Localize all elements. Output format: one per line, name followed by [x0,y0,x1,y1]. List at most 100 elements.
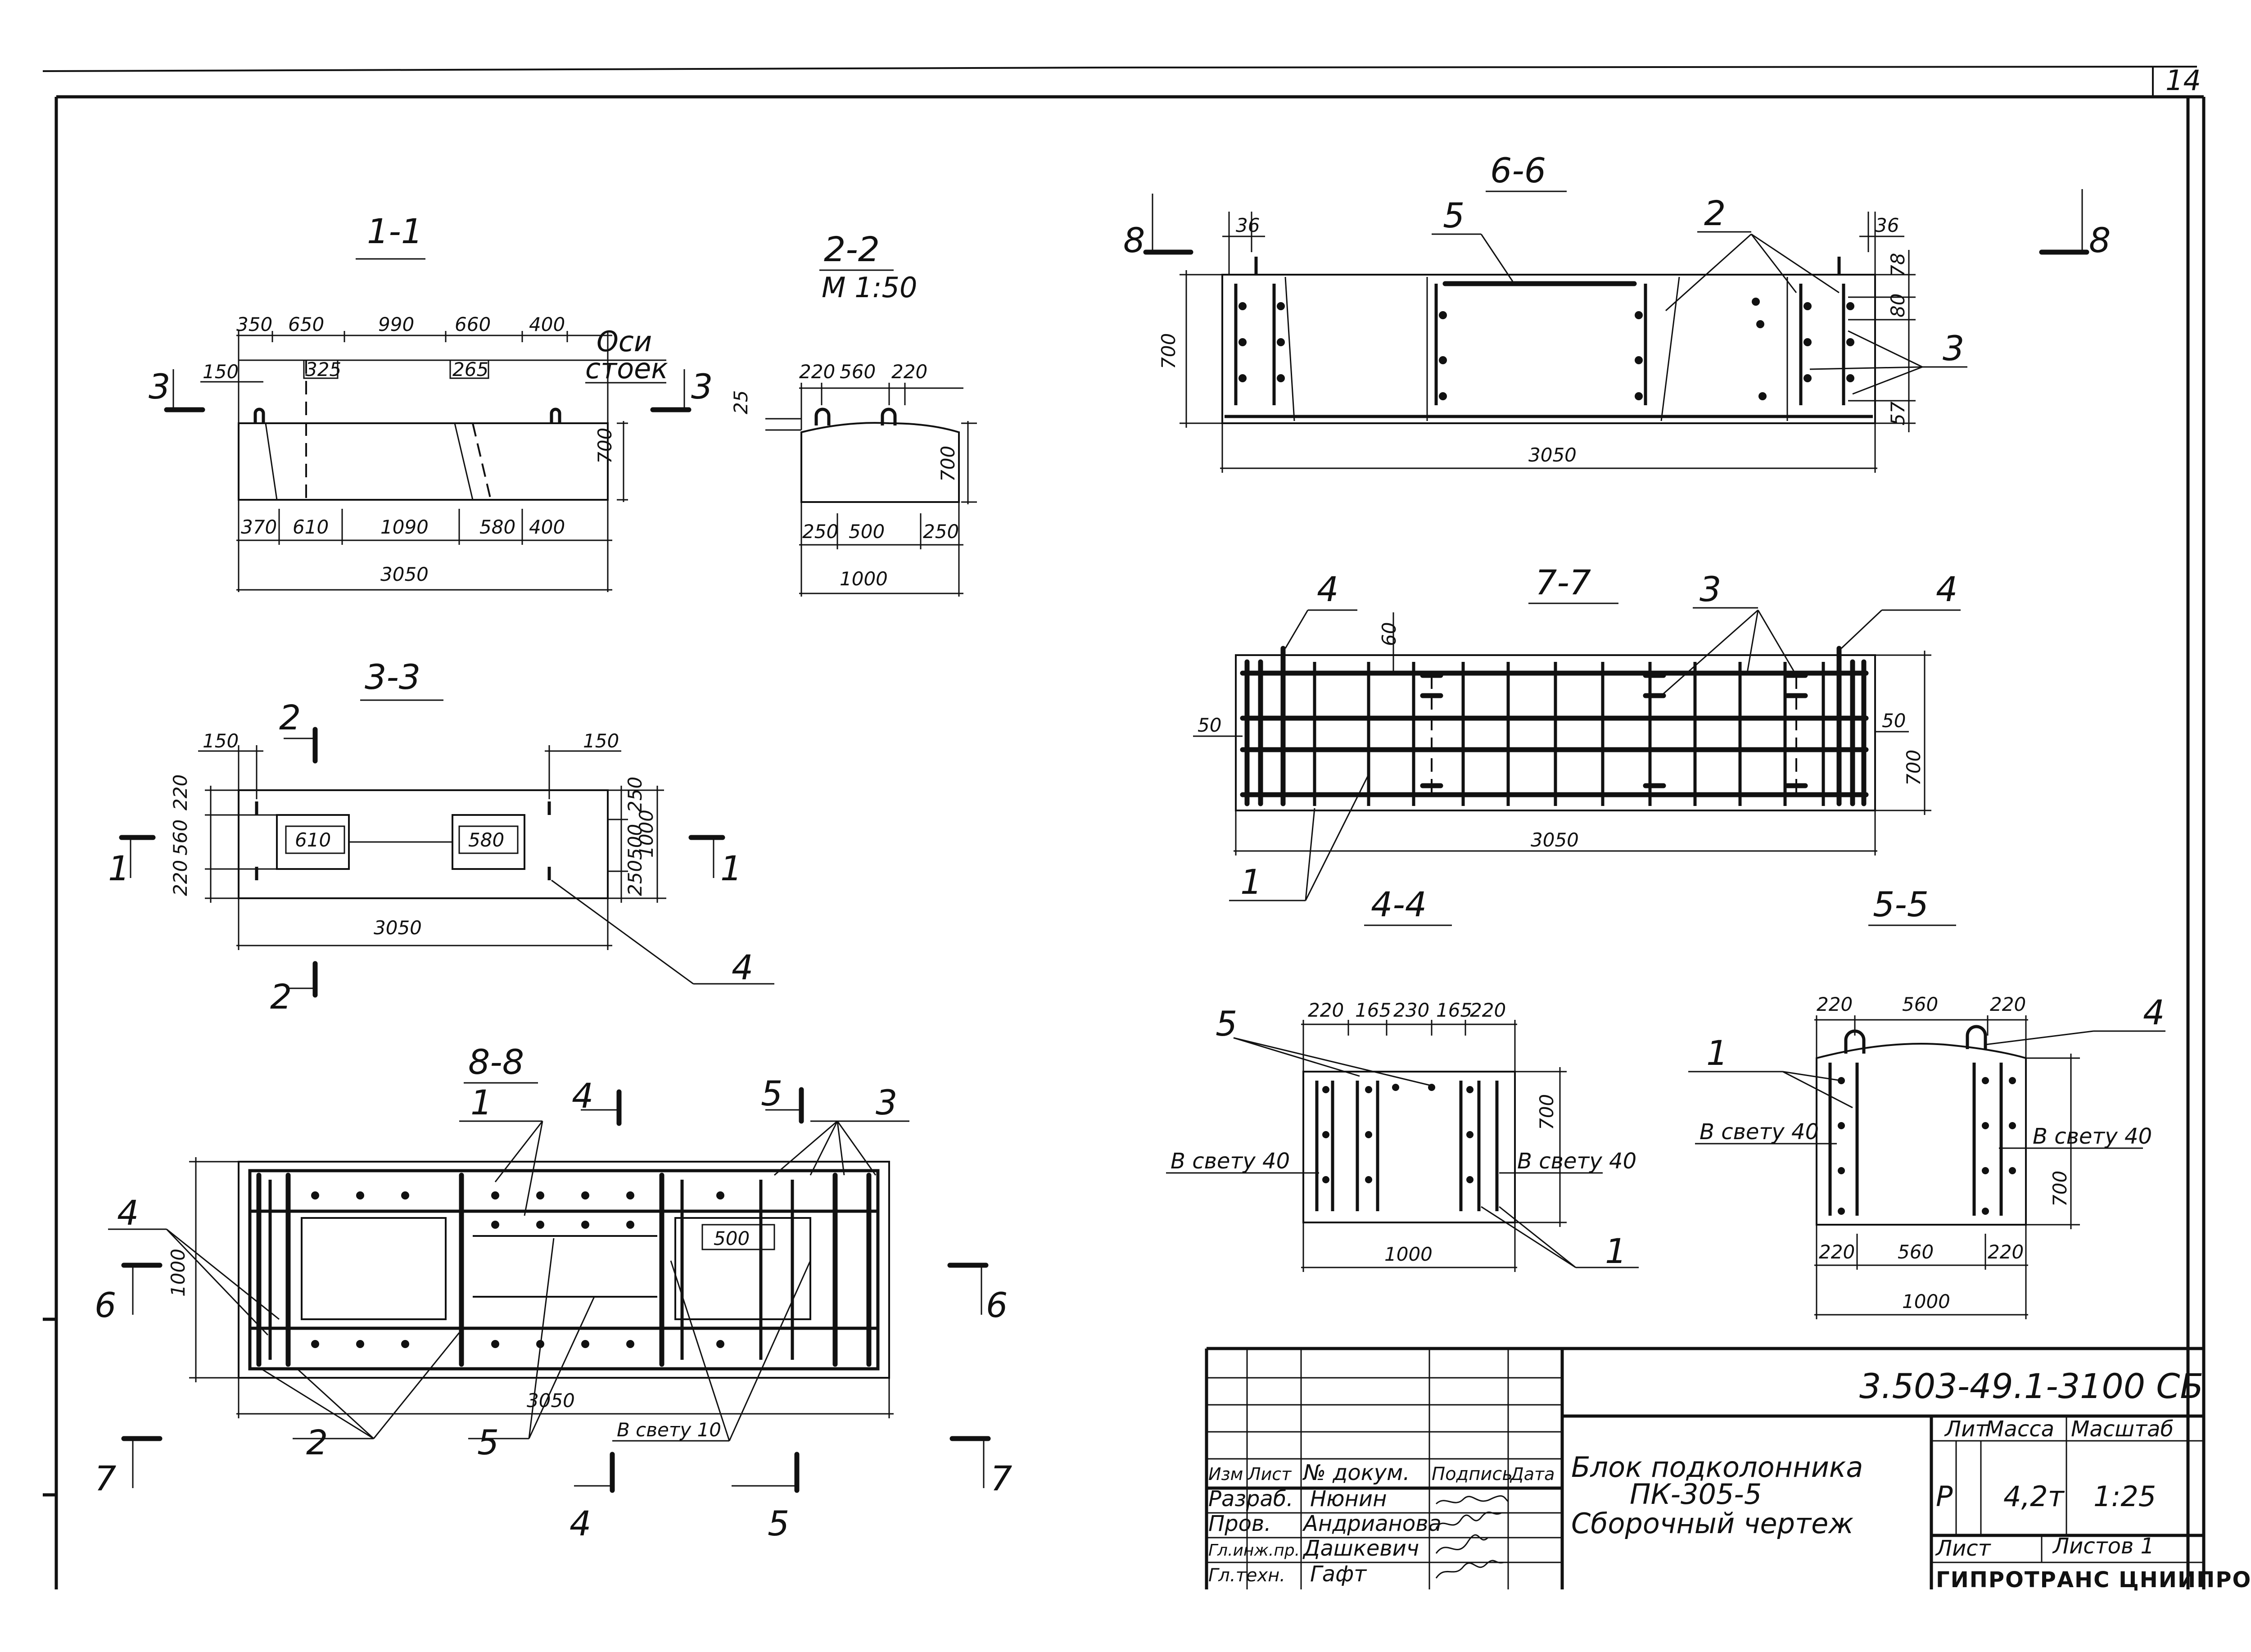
header-lit: Лит [1944,1417,1989,1442]
v33-cut-left: 1 [108,848,130,888]
v33-body [238,789,609,899]
view-3-3: 3-3 610 580 150 150 220 560 220 [108,657,774,1017]
v88-height: 1000 [167,1249,189,1297]
v66-body [1221,274,1876,424]
v11-cut-right: 3 [691,367,713,407]
sheet-designation: 3.503-49.1-3100 СБ [1859,1366,2203,1406]
stamp-name-2: Андрианова [1302,1511,1442,1536]
v77-dim-60: 60 [1378,622,1400,646]
stamp-role-4: Гл.техн. [1208,1565,1285,1586]
view-7-7-title: 7-7 [1535,562,1591,602]
stamp-col-izm: Изм [1208,1464,1243,1484]
view-8-8-title: 8-8 [468,1042,524,1082]
v55-top-dim-3: 220 [1990,993,2026,1015]
v55-top-dim-1: 220 [1817,993,1853,1015]
v11-top-dim-1: 350 [236,313,272,335]
title-block: Изм Лист № докум. Подпись Дата Разраб. Н… [1205,1347,2251,1593]
stamp-role-3: Гл.инж.пр. [1208,1541,1300,1560]
v77-dim-50-right: 50 [1882,710,1906,732]
v55-label-4: 4 [2143,992,2165,1032]
stamp-col-list: Лист [1247,1464,1292,1484]
v88-cut-7-left: 7 [95,1458,116,1498]
view-1-1-title: 1-1 [367,211,423,251]
v33-right-dim-1: 250 [624,777,646,813]
v22-bot-dim-3: 250 [923,520,959,543]
v88-cut-6-left: 6 [95,1285,116,1325]
signature-4 [1435,1560,1504,1579]
stamp-col-date: Дата [1510,1464,1555,1484]
v11-top-dim-2: 650 [288,313,324,335]
v11-left-dim: 150 [203,361,239,383]
title-line-2: ПК-305-5 [1630,1478,1762,1511]
v44-top-dim-2: 165 [1355,999,1391,1021]
v33-top-left: 150 [203,730,239,752]
v77-dim-50-left: 50 [1198,714,1221,736]
stamp-name-4: Гафт [1310,1561,1367,1587]
v66-dim-78: 78 [1887,253,1909,277]
v55-clear-left: В свету 40 [1700,1119,1819,1145]
v55-bot-dim-3: 220 [1988,1241,2024,1263]
v77-label-4-left: 4 [1317,569,1338,609]
v55-bot-dim-1: 220 [1819,1241,1855,1263]
v88-body [238,1161,890,1379]
mass-value: 4,2т [2003,1480,2065,1513]
stage-value: Р [1936,1480,1953,1513]
stamp-name-3: Дашкевич [1302,1536,1419,1561]
v44-total: 1000 [1384,1243,1433,1265]
v77-label-1: 1 [1240,862,1262,902]
v66-dim-36-left: 36 [1236,214,1260,236]
v66-label-3: 3 [1943,328,1964,368]
v66-dim-57: 57 [1887,401,1909,425]
v11-total: 3050 [380,563,429,585]
v66-height: 700 [1157,333,1180,369]
v88-cut-7-right: 7 [990,1458,1012,1498]
v88-opening-right [674,1217,811,1320]
title-line-1: Блок подколонника [1571,1451,1863,1484]
v88-label-2: 2 [306,1422,328,1462]
view-6-6: 6-6 36 36 [1123,150,2111,473]
v11-top-dim-4: 660 [455,313,491,335]
v22-total: 1000 [840,568,888,590]
v88-clear: В свету 10 [617,1419,721,1441]
v11-inner-dim-1: 325 [305,358,341,380]
v55-label-1: 1 [1706,1033,1728,1073]
v11-bot-dim-1: 370 [241,516,277,538]
header-mass: Масса [1985,1417,2054,1442]
stamp-role-2: Пров. [1208,1511,1271,1536]
signature-2 [1435,1512,1502,1529]
v33-right-dim-3: 250 [624,860,646,896]
view-2-2-scale: М 1:50 [822,271,917,304]
view-5-5: 5-5 220 560 220 4 1 В свету 40 В свету 4… [1688,884,2165,1319]
v55-height: 700 [2049,1171,2071,1207]
v88-label-4-left: 4 [117,1193,139,1233]
stamp-col-sign: Подпись [1432,1464,1513,1485]
view-7-7: 7-7 60 [1193,562,1961,902]
v33-leader-4: 4 [732,947,753,987]
v22-top-dim-1: 220 [799,361,835,383]
v22-top-dim-3: 220 [891,361,927,383]
v44-clear-left: В свету 40 [1171,1149,1290,1174]
v44-label-1: 1 [1605,1231,1627,1271]
view-2-2-title: 2-2 [824,229,880,269]
v11-top-dim-3: 990 [378,313,414,335]
v11-cut-left: 3 [149,367,170,407]
v11-top-dim-5: 400 [529,313,565,335]
page-number: 14 [2165,64,2201,97]
view-8-8: 8-8 [95,1042,1012,1543]
v44-label-5: 5 [1216,1004,1237,1044]
v11-axis-note-2: стоек [585,352,668,385]
v44-top-dim-1: 220 [1308,999,1344,1021]
v33-left-dim-2: 560 [169,819,191,855]
v33-left-dim-1: 220 [169,774,191,810]
view-5-5-title: 5-5 [1873,884,1929,924]
v11-bot-dim-2: 610 [293,516,329,538]
v33-cut-right: 1 [720,848,742,888]
v55-top-dim-2: 560 [1902,993,1938,1015]
sheet-frame [42,66,2206,1589]
v44-top-dim-3: 230 [1393,999,1429,1021]
v11-height: 700 [594,428,616,464]
v33-total: 3050 [374,917,422,939]
v88-label-5-top: 5 [761,1073,782,1113]
v55-bot-dim-2: 560 [1898,1241,1934,1263]
